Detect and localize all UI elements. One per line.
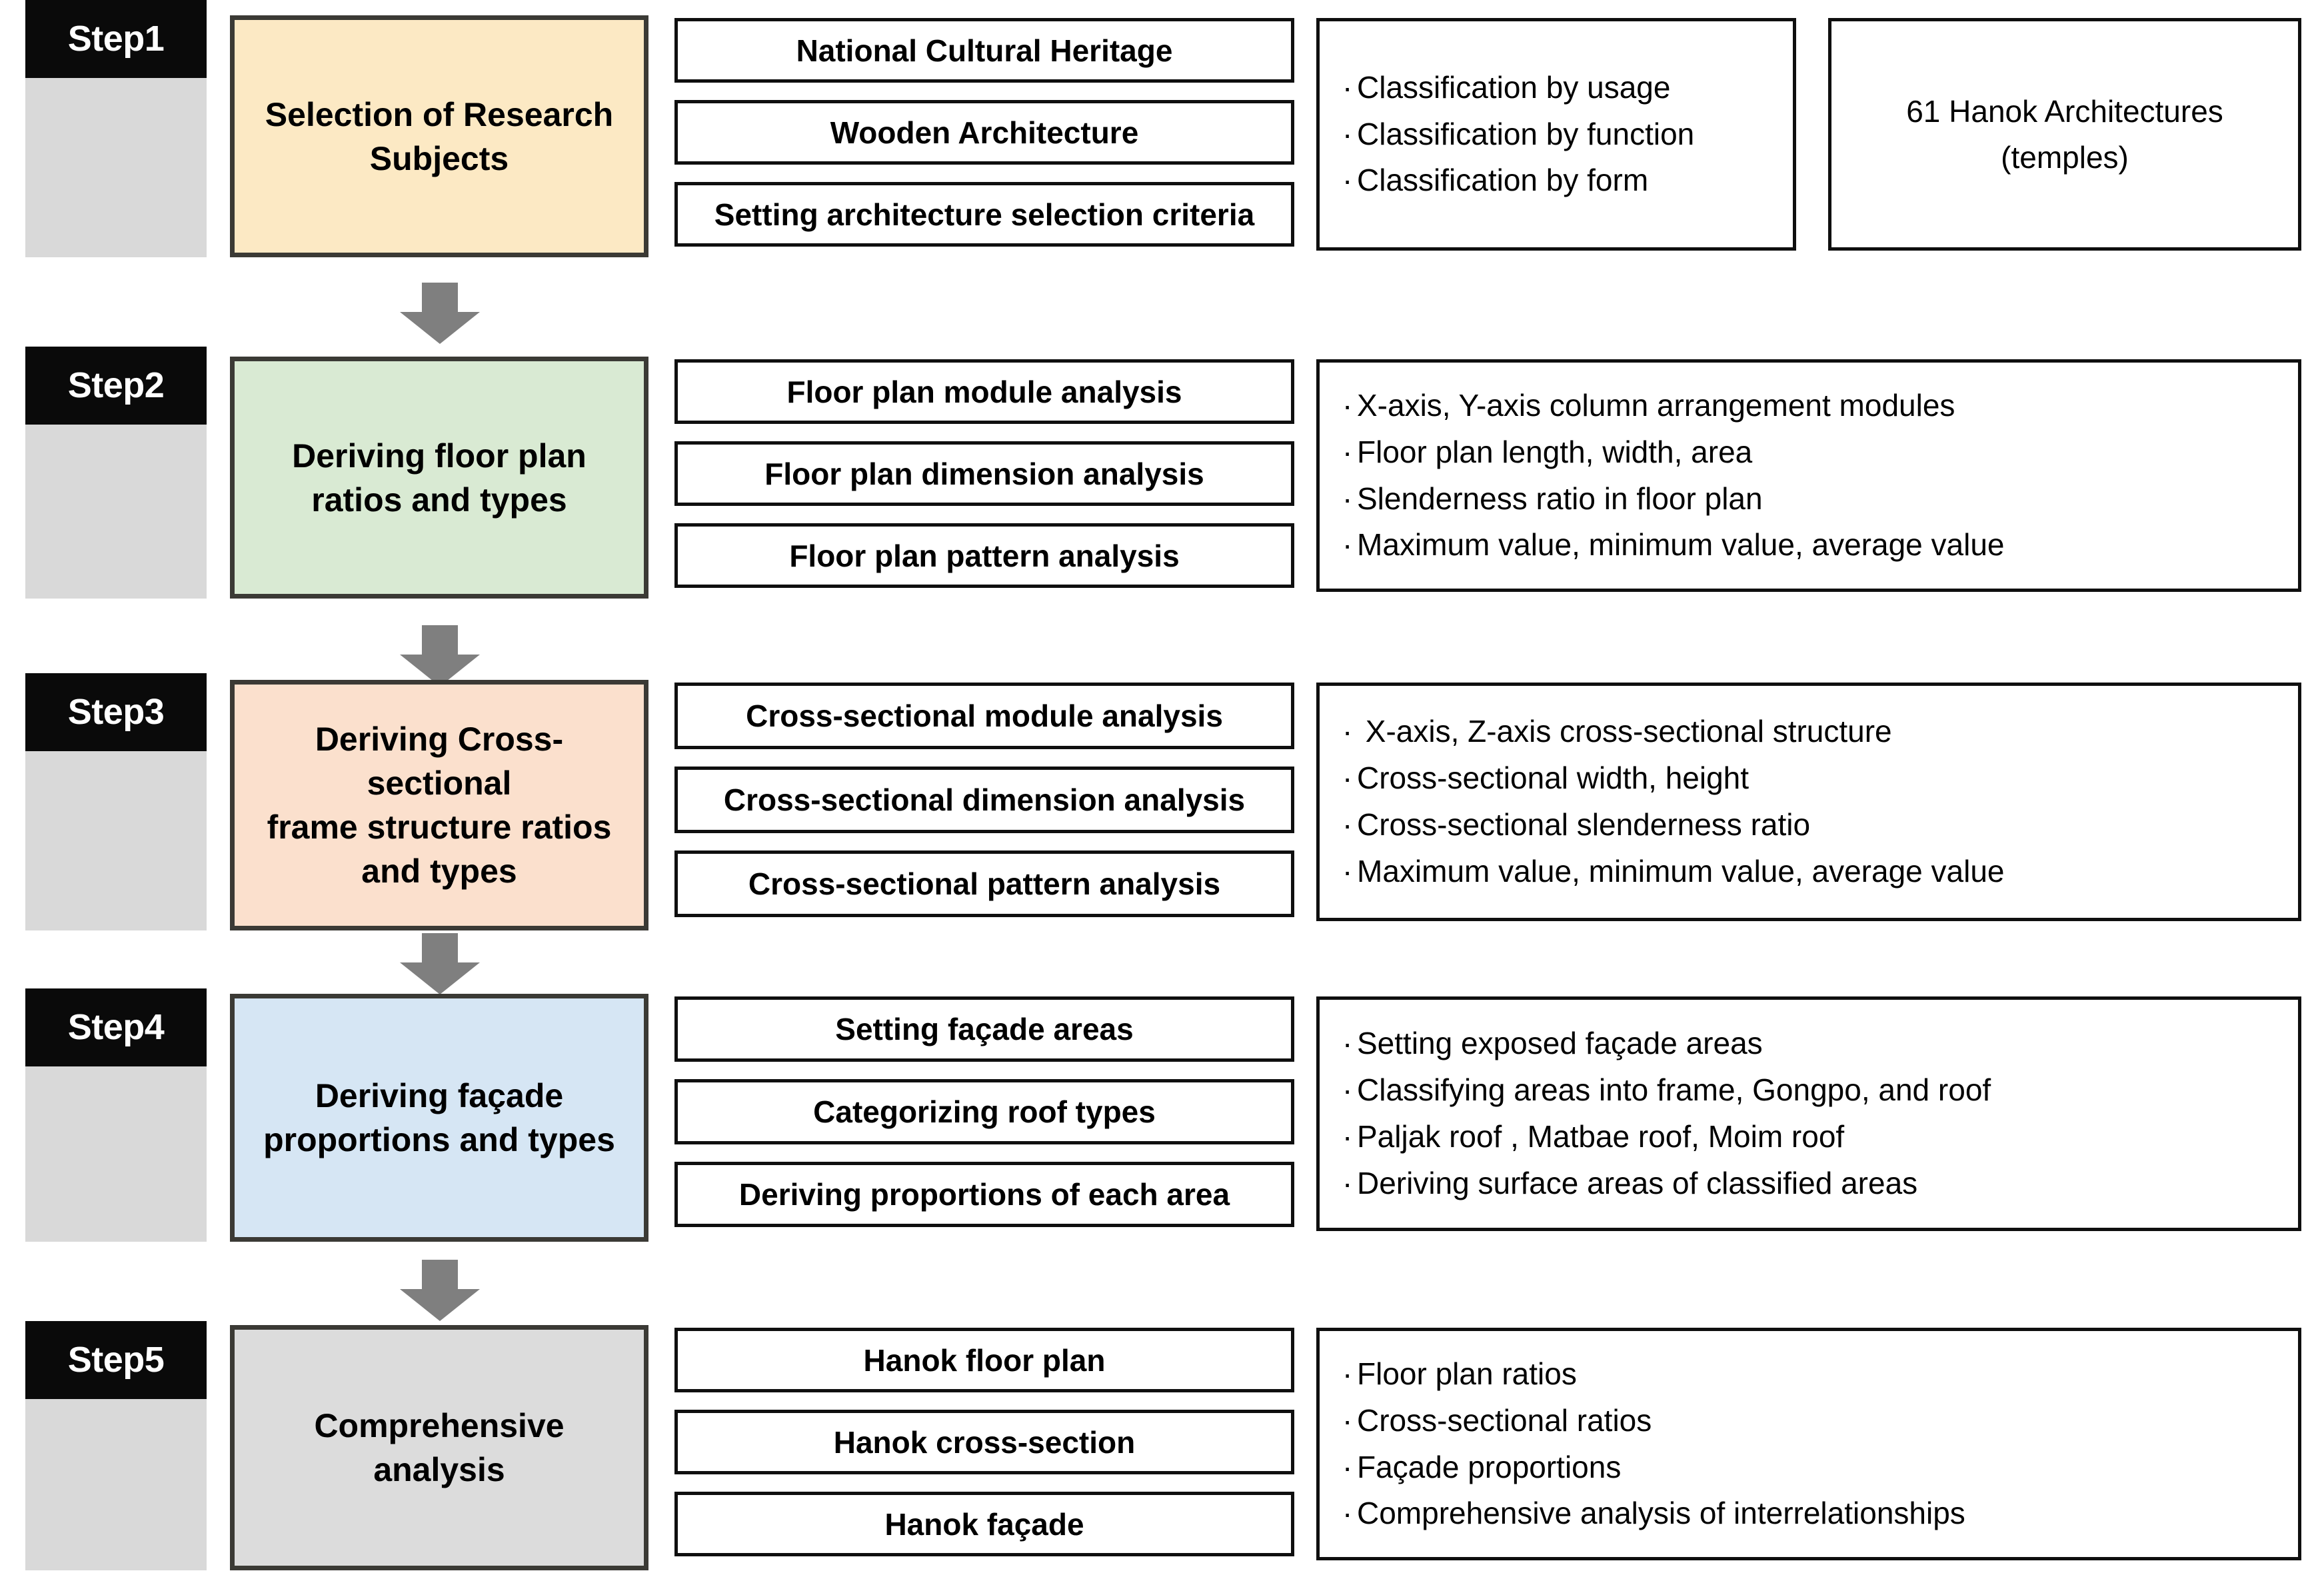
bullet-item: ·Façade proportions [1342, 1449, 1622, 1484]
step-title-line: Comprehensive analysis [314, 1407, 565, 1488]
step-badge-3: Step3 [25, 673, 207, 751]
bullet-item: ·Floor plan length, width, area [1342, 434, 1753, 469]
down-arrow-icon [400, 933, 480, 994]
bullet-item: ·Classifying areas into frame, Gongpo, a… [1342, 1072, 1991, 1108]
step-title-line: frame structure ratios [267, 808, 612, 846]
step-badge-1: Step1 [25, 0, 207, 78]
step-title-box-2[interactable]: Deriving floor plan ratios and types [230, 357, 648, 599]
flow-row-step2: Step2 Deriving floor plan ratios and typ… [0, 347, 2324, 620]
down-arrow-icon [400, 283, 480, 344]
task-box[interactable]: National Cultural Heritage [674, 18, 1294, 83]
flow-row-step3: Step3 Deriving Cross-sectional frame str… [0, 673, 2324, 953]
step-badge-5: Step5 [25, 1321, 207, 1399]
step-title-line: proportions and types [263, 1121, 615, 1158]
task-column-3: Cross-sectional module analysis Cross-se… [674, 683, 1294, 917]
step-rail-5 [25, 1399, 207, 1570]
task-box[interactable]: Setting architecture selection criteria [674, 182, 1294, 247]
detail-bullets-box-5[interactable]: ·Floor plan ratios ·Cross-sectional rati… [1316, 1328, 2301, 1560]
task-box[interactable]: Categorizing roof types [674, 1079, 1294, 1144]
step-title-line: Deriving floor plan [292, 437, 586, 475]
step-label-column-1: Step1 [25, 0, 207, 257]
step-title-line: Deriving Cross-sectional [315, 721, 564, 802]
task-box[interactable]: Cross-sectional pattern analysis [674, 850, 1294, 917]
flow-row-step5: Step5 Comprehensive analysis Hanok floor… [0, 1321, 2324, 1588]
bullet-item: ·Setting exposed façade areas [1342, 1026, 1763, 1061]
step-label-column-4: Step4 [25, 988, 207, 1242]
task-column-2: Floor plan module analysis Floor plan di… [674, 359, 1294, 588]
bullet-item: ·Maximum value, minimum value, average v… [1342, 853, 2005, 888]
detail-bullets-box-3[interactable]: · X-axis, Z-axis cross-sectional structu… [1316, 683, 2301, 921]
bullet-item: ·X-axis, Y-axis column arrangement modul… [1342, 387, 1955, 423]
step-label-column-5: Step5 [25, 1321, 207, 1570]
task-box[interactable]: Hanok cross-section [674, 1410, 1294, 1474]
task-box[interactable]: Floor plan module analysis [674, 359, 1294, 424]
bullet-item: ·Deriving surface areas of classified ar… [1342, 1165, 1918, 1200]
bullet-item: ·Classification by function [1342, 116, 1695, 151]
task-column-5: Hanok floor plan Hanok cross-section Han… [674, 1328, 1294, 1556]
task-column-1: National Cultural Heritage Wooden Archit… [674, 18, 1294, 247]
task-column-4: Setting façade areas Categorizing roof t… [674, 996, 1294, 1227]
bullet-item: ·Maximum value, minimum value, average v… [1342, 527, 2005, 563]
step-title-box-1[interactable]: Selection of Research Subjects [230, 15, 648, 257]
step-badge-2: Step2 [25, 347, 207, 425]
bullet-item: ·Cross-sectional slenderness ratio [1342, 807, 1811, 842]
task-box[interactable]: Hanok façade [674, 1492, 1294, 1556]
step-label-column-3: Step3 [25, 673, 207, 930]
result-box-1[interactable]: 61 Hanok Architectures (temples) [1828, 18, 2301, 251]
down-arrow-icon [400, 1260, 480, 1321]
bullet-item: ·Classification by form [1342, 163, 1649, 198]
bullet-item: ·Cross-sectional ratios [1342, 1402, 1652, 1438]
step-title-box-4[interactable]: Deriving façade proportions and types [230, 994, 648, 1242]
step-title-line: Deriving façade [315, 1077, 564, 1114]
step-title-box-3[interactable]: Deriving Cross-sectional frame structure… [230, 680, 648, 930]
step-rail-4 [25, 1066, 207, 1242]
bullet-item: ·Classification by usage [1342, 69, 1671, 105]
detail-bullets-box-4[interactable]: ·Setting exposed façade areas ·Classifyi… [1316, 996, 2301, 1231]
step-title-line: Selection of Research [265, 95, 614, 133]
step-title-box-5[interactable]: Comprehensive analysis [230, 1325, 648, 1570]
task-box[interactable]: Wooden Architecture [674, 100, 1294, 165]
step-rail-3 [25, 751, 207, 930]
step-rail-2 [25, 425, 207, 599]
task-box[interactable]: Cross-sectional module analysis [674, 683, 1294, 749]
result-line: 61 Hanok Architectures [1906, 93, 2223, 129]
bullet-item: ·Comprehensive analysis of interrelation… [1342, 1496, 1965, 1531]
bullet-item: · X-axis, Z-axis cross-sectional structu… [1342, 714, 1892, 749]
task-box[interactable]: Cross-sectional dimension analysis [674, 767, 1294, 833]
flow-row-step1: Step1 Selection of Research Subjects Nat… [0, 0, 2324, 280]
task-box[interactable]: Setting façade areas [674, 996, 1294, 1062]
bullet-item: ·Cross-sectional width, height [1342, 761, 1749, 796]
bullet-item: ·Paljak roof , Matbae roof, Moim roof [1342, 1119, 1845, 1154]
flow-row-step4: Step4 Deriving façade proportions and ty… [0, 988, 2324, 1262]
result-line: (temples) [2001, 139, 2129, 175]
bullet-item: ·Slenderness ratio in floor plan [1342, 481, 1763, 516]
detail-bullets-box-2[interactable]: ·X-axis, Y-axis column arrangement modul… [1316, 359, 2301, 592]
step-title-line: ratios and types [311, 481, 567, 519]
step-badge-4: Step4 [25, 988, 207, 1066]
step-label-column-2: Step2 [25, 347, 207, 599]
bullet-item: ·Floor plan ratios [1342, 1356, 1577, 1391]
step-title-line: Subjects [369, 139, 509, 177]
task-box[interactable]: Floor plan pattern analysis [674, 523, 1294, 588]
task-box[interactable]: Hanok floor plan [674, 1328, 1294, 1392]
step-title-line: and types [361, 852, 517, 890]
detail-bullets-box-1[interactable]: ·Classification by usage ·Classification… [1316, 18, 1796, 251]
task-box[interactable]: Deriving proportions of each area [674, 1162, 1294, 1227]
task-box[interactable]: Floor plan dimension analysis [674, 441, 1294, 506]
step-rail-1 [25, 78, 207, 257]
